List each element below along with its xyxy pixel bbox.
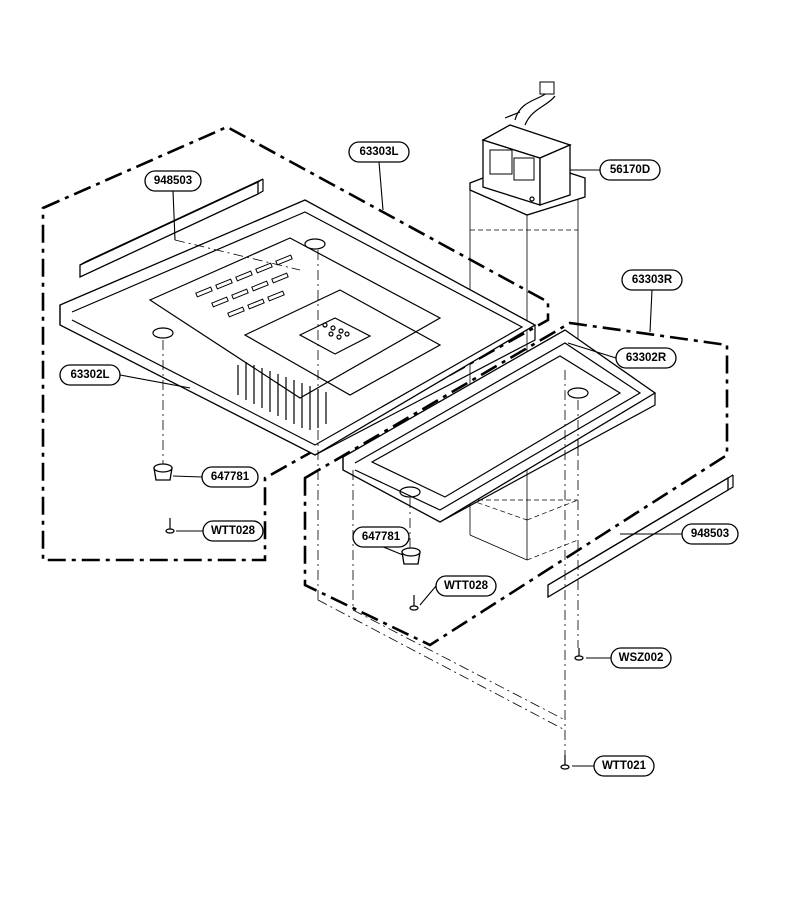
base-plate-right-63302R	[342, 329, 657, 523]
callout-label: WTT028	[211, 525, 256, 537]
callout-WTT028-left: WTT028	[202, 520, 264, 542]
callout-label: 948503	[691, 528, 729, 540]
callout-label: 63303L	[359, 146, 398, 158]
callout-label: WTT028	[444, 580, 489, 592]
callout-label: 63302L	[70, 369, 109, 381]
plate-slots	[195, 254, 293, 318]
vent-grille	[237, 362, 327, 430]
rubber-foot-left	[153, 463, 173, 481]
callout-label: 63303R	[632, 274, 673, 286]
callout-label: 948503	[154, 175, 192, 187]
vent-holes	[322, 322, 350, 340]
callout-647781-right: 647781	[352, 526, 410, 548]
callout-56170D: 56170D	[599, 159, 661, 181]
screw-wtt021	[560, 755, 570, 770]
base-plate-left-63302L	[59, 199, 537, 456]
callout-label: 63302R	[626, 352, 667, 364]
callout-948503-right: 948503	[681, 523, 739, 545]
callout-label: 647781	[362, 531, 401, 543]
callout-63302L: 63302L	[59, 364, 121, 386]
callout-WSZ002: WSZ002	[610, 647, 672, 669]
callout-647781-left: 647781	[201, 466, 259, 488]
callout-63302R: 63302R	[615, 347, 677, 369]
callout-948503-left: 948503	[144, 170, 202, 192]
screw-wtt028-right	[409, 595, 419, 611]
callout-label: 56170D	[610, 164, 650, 176]
projection-lines	[162, 239, 579, 760]
callout-WTT028-right: WTT028	[435, 575, 497, 597]
rubber-foot-right	[401, 547, 421, 565]
screw-wtt028-left	[165, 518, 175, 534]
callout-label: WTT021	[602, 760, 647, 772]
transformer-56170D	[469, 81, 586, 216]
foam-strip-right	[547, 474, 734, 599]
leader-lines	[119, 161, 682, 767]
callout-63303L: 63303L	[348, 141, 410, 163]
right-group-boundary	[303, 321, 729, 647]
callout-63303R: 63303R	[621, 269, 683, 291]
callout-WTT021: WTT021	[593, 755, 655, 777]
callout-label: WSZ002	[619, 652, 664, 664]
callout-label: 647781	[211, 471, 250, 483]
screw-wsz002	[574, 648, 584, 661]
